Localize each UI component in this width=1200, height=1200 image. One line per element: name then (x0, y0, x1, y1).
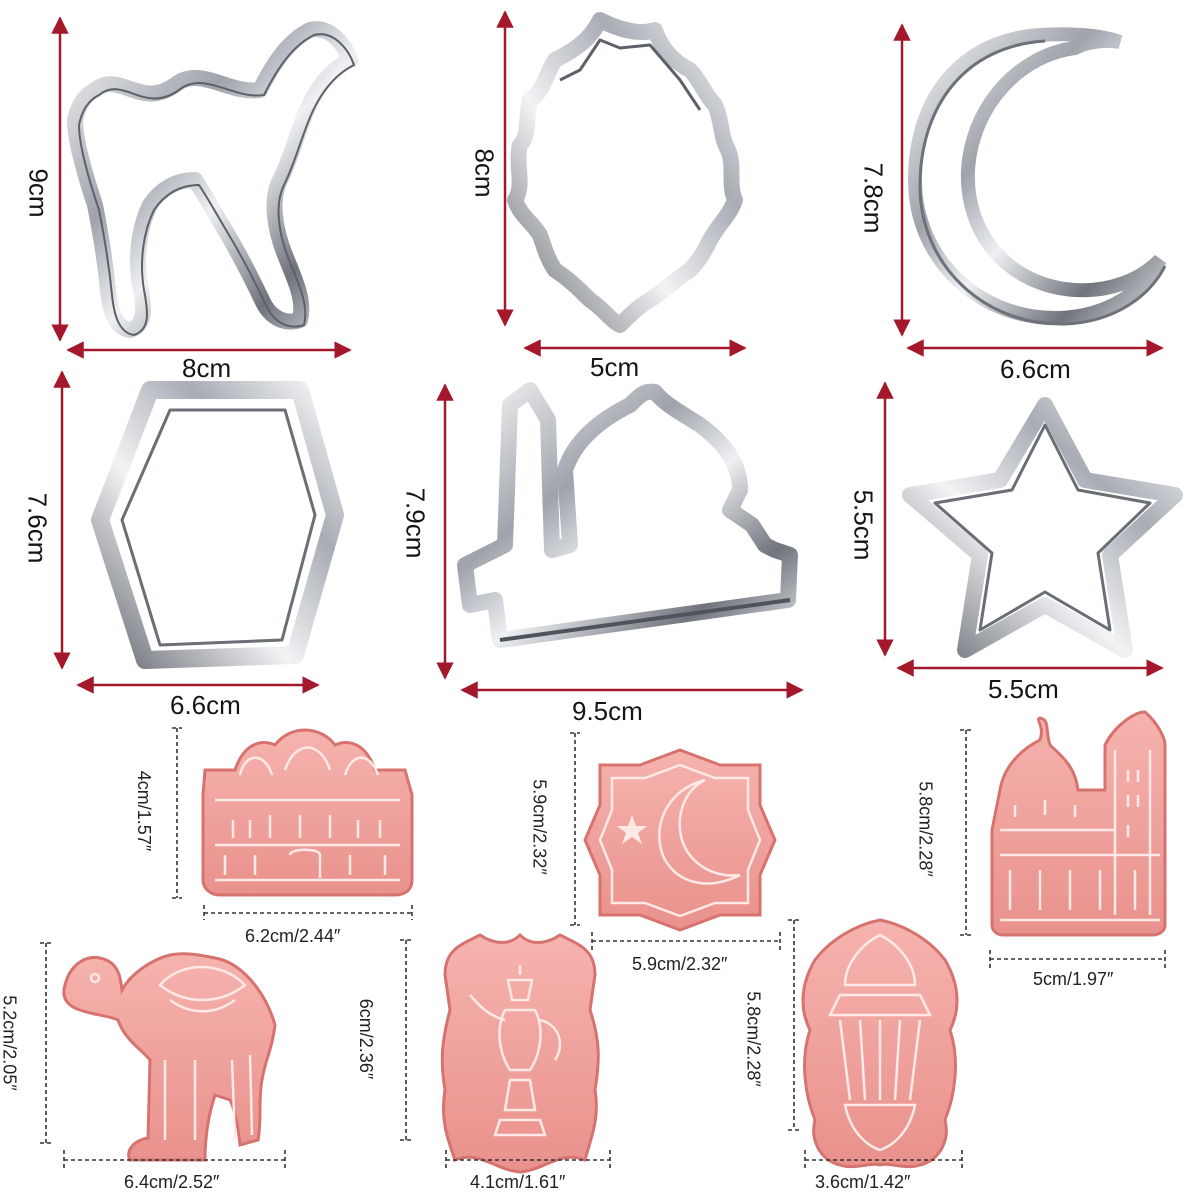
palace-stamp-height-label: 4cm/1.57″ (134, 770, 155, 852)
star-cutter-height-label: 5.5cm (848, 489, 879, 561)
palace-stamp-width-label: 6.2cm/2.44″ (245, 926, 341, 946)
camel-stamp-width-label: 6.4cm/2.52″ (124, 1172, 220, 1192)
coffee-pot-stamp-height-label: 6cm/2.36″ (356, 998, 377, 1080)
hexagon-cutter-height-label: 7.6cm (22, 492, 53, 564)
mosque-cutter-width-label: 9.5cm (572, 696, 643, 726)
crescent-moon-metal-cutter (907, 27, 1167, 326)
star-metal-cutter (902, 397, 1183, 658)
coffee-pot-stamp-width-label: 4.1cm/1.61″ (470, 1172, 566, 1192)
hexagon-cutter-width-label: 6.6cm (170, 690, 241, 720)
measure-arrows (51, 10, 1164, 699)
camel-cutter-width-label: 8cm (182, 353, 232, 383)
mosque-cutter-height-label: 7.9cm (400, 487, 431, 559)
camel-stamp-height-label: 5.2cm/2.05″ (0, 995, 20, 1091)
lantern-cutter-width-label: 5cm (590, 352, 640, 382)
minaret-stamp-width-label: 5cm/1.97″ (1033, 969, 1114, 989)
mosque-metal-cutter (457, 382, 798, 648)
lantern-stamp (801, 918, 959, 1169)
coffee-pot-stamp (440, 932, 600, 1174)
octagram-stamp-width-label: 5.9cm/2.32″ (632, 954, 728, 974)
moon-cutter-width-label: 6.6cm (1000, 354, 1071, 384)
camel-metal-cutter (67, 21, 358, 338)
lantern-cutter-height-label: 8cm (469, 148, 500, 198)
octagram-stamp-height-label: 5.9cm/2.32″ (529, 779, 550, 875)
hexagon-metal-cutter (91, 381, 344, 669)
camel-stamp (62, 952, 277, 1162)
mosque-minaret-stamp (990, 710, 1167, 937)
minaret-stamp-height-label: 5.8cm/2.28″ (915, 781, 936, 877)
stamp-dimension-lines (40, 727, 1166, 1170)
crescent-star-octagram-stamp (583, 748, 777, 932)
lantern-stamp-width-label: 3.6cm/1.42″ (815, 1172, 911, 1192)
camel-cutter-height-label: 9cm (23, 168, 54, 218)
lantern-frame-metal-cutter (507, 12, 743, 333)
star-cutter-width-label: 5.5cm (988, 674, 1059, 704)
lantern-stamp-height-label: 5.8cm/2.28″ (743, 991, 764, 1087)
mosque-palace-stamp (201, 728, 414, 897)
moon-cutter-height-label: 7.8cm (858, 162, 889, 234)
